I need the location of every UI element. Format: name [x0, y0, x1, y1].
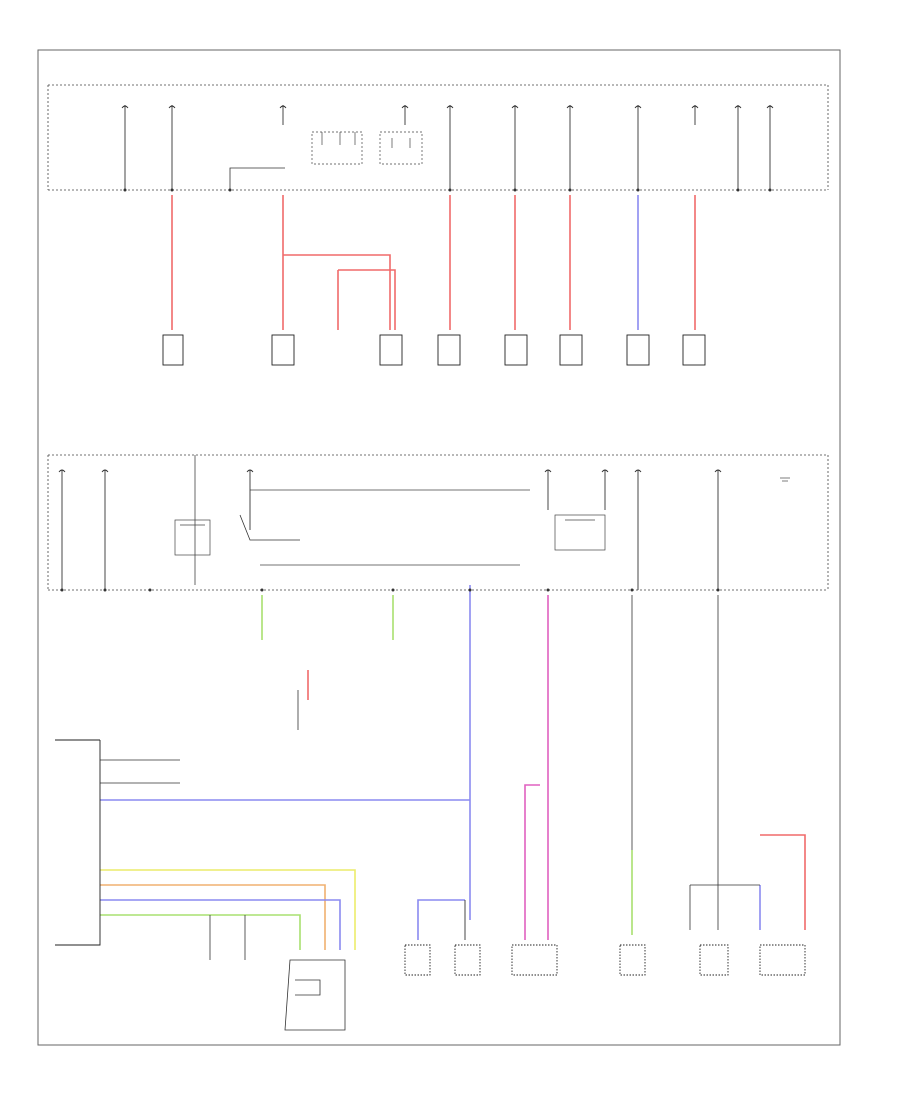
connector-icon — [60, 188, 772, 592]
fuse-icon — [446, 105, 454, 190]
diagram-frame — [37, 49, 841, 1046]
relay-icon — [554, 514, 606, 551]
fuse-icon — [601, 469, 609, 510]
relay-icon — [174, 519, 211, 556]
component-box — [379, 334, 403, 366]
component-box — [559, 334, 583, 366]
fuse-icon — [121, 105, 129, 190]
component-box — [619, 944, 646, 976]
fuse-group-middle — [58, 469, 722, 590]
component-box — [404, 944, 431, 976]
component-box — [699, 944, 729, 976]
component-row-top — [162, 334, 706, 366]
fuse-icon — [566, 105, 574, 190]
fuse-icon — [511, 105, 519, 190]
component-box — [162, 334, 184, 366]
fuse-icon — [691, 105, 699, 125]
wire-group-lower — [100, 585, 806, 950]
fuse-icon — [401, 105, 409, 125]
component-left-module — [55, 739, 101, 946]
component-box — [271, 334, 295, 366]
power-distribution-box-top — [47, 84, 829, 191]
component-box — [504, 334, 528, 366]
fuse-icon — [714, 469, 722, 590]
fuse-group-top — [121, 105, 774, 190]
component-box — [454, 944, 481, 976]
fuse-icon — [544, 469, 552, 510]
fuse-icon — [58, 469, 66, 590]
component-box — [626, 334, 650, 366]
fuse-icon — [634, 105, 642, 190]
relay-icon — [379, 131, 423, 165]
fuse-icon — [101, 469, 109, 590]
ground-icon — [780, 477, 790, 482]
fuse-icon — [766, 105, 774, 190]
component-box — [437, 334, 461, 366]
fuse-icon — [246, 469, 254, 530]
power-distribution-box-middle — [47, 454, 829, 591]
wire-group-thin — [100, 595, 760, 1031]
relay-icon — [311, 131, 363, 165]
fuse-icon — [734, 105, 742, 190]
component-row-bottom — [404, 944, 806, 976]
wire-group-top — [171, 195, 696, 330]
component-box — [682, 334, 706, 366]
fuse-icon — [279, 105, 287, 125]
component-box — [511, 944, 558, 976]
fuse-icon — [168, 105, 176, 190]
fuse-icon — [634, 469, 642, 590]
component-box — [759, 944, 806, 976]
